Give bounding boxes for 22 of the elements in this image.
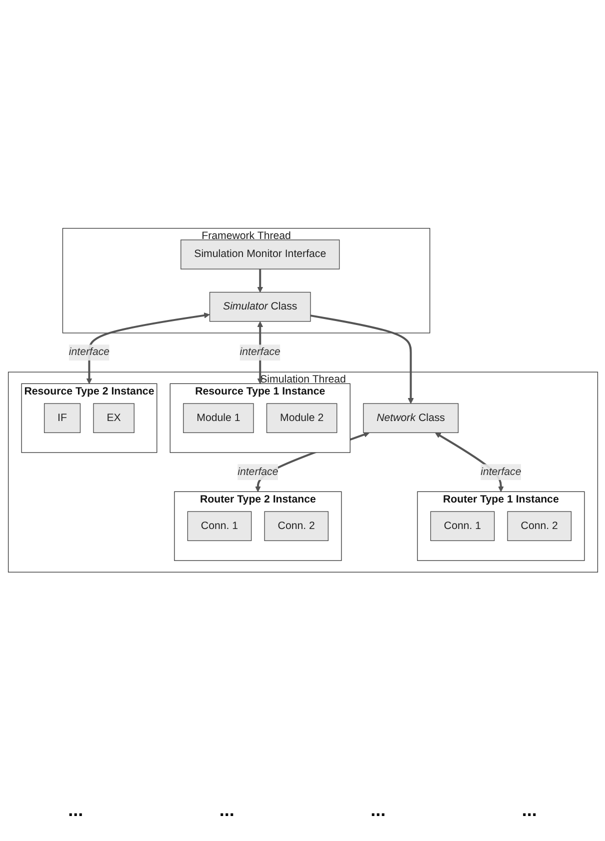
edge-label: interface (480, 466, 521, 478)
node-box: EX (92, 402, 134, 433)
node-box: Simulator Class (208, 292, 310, 322)
edge-label: interface (237, 466, 278, 478)
node-box: Module 2 (266, 402, 337, 433)
ellipsis-text: ... (522, 800, 537, 822)
arrow (310, 314, 414, 404)
node-box: Conn. 2 (264, 510, 328, 541)
node-box: Conn. 2 (506, 510, 572, 541)
node-box: Module 1 (182, 402, 254, 433)
node-box: IF (43, 402, 80, 433)
ellipsis-text: ... (68, 800, 84, 822)
ellipsis-text: ... (370, 800, 386, 822)
node-box: Simulation Monitor Interface (180, 239, 340, 270)
arrow (256, 268, 263, 292)
edge-label: interface (239, 346, 280, 358)
node-box: Network Class (362, 402, 458, 433)
node-box: Conn. 1 (430, 510, 494, 541)
arrow (86, 312, 210, 384)
node-box: Conn. 1 (186, 510, 252, 541)
edge-label: interface (68, 346, 110, 358)
ellipsis-text: ... (219, 800, 234, 822)
